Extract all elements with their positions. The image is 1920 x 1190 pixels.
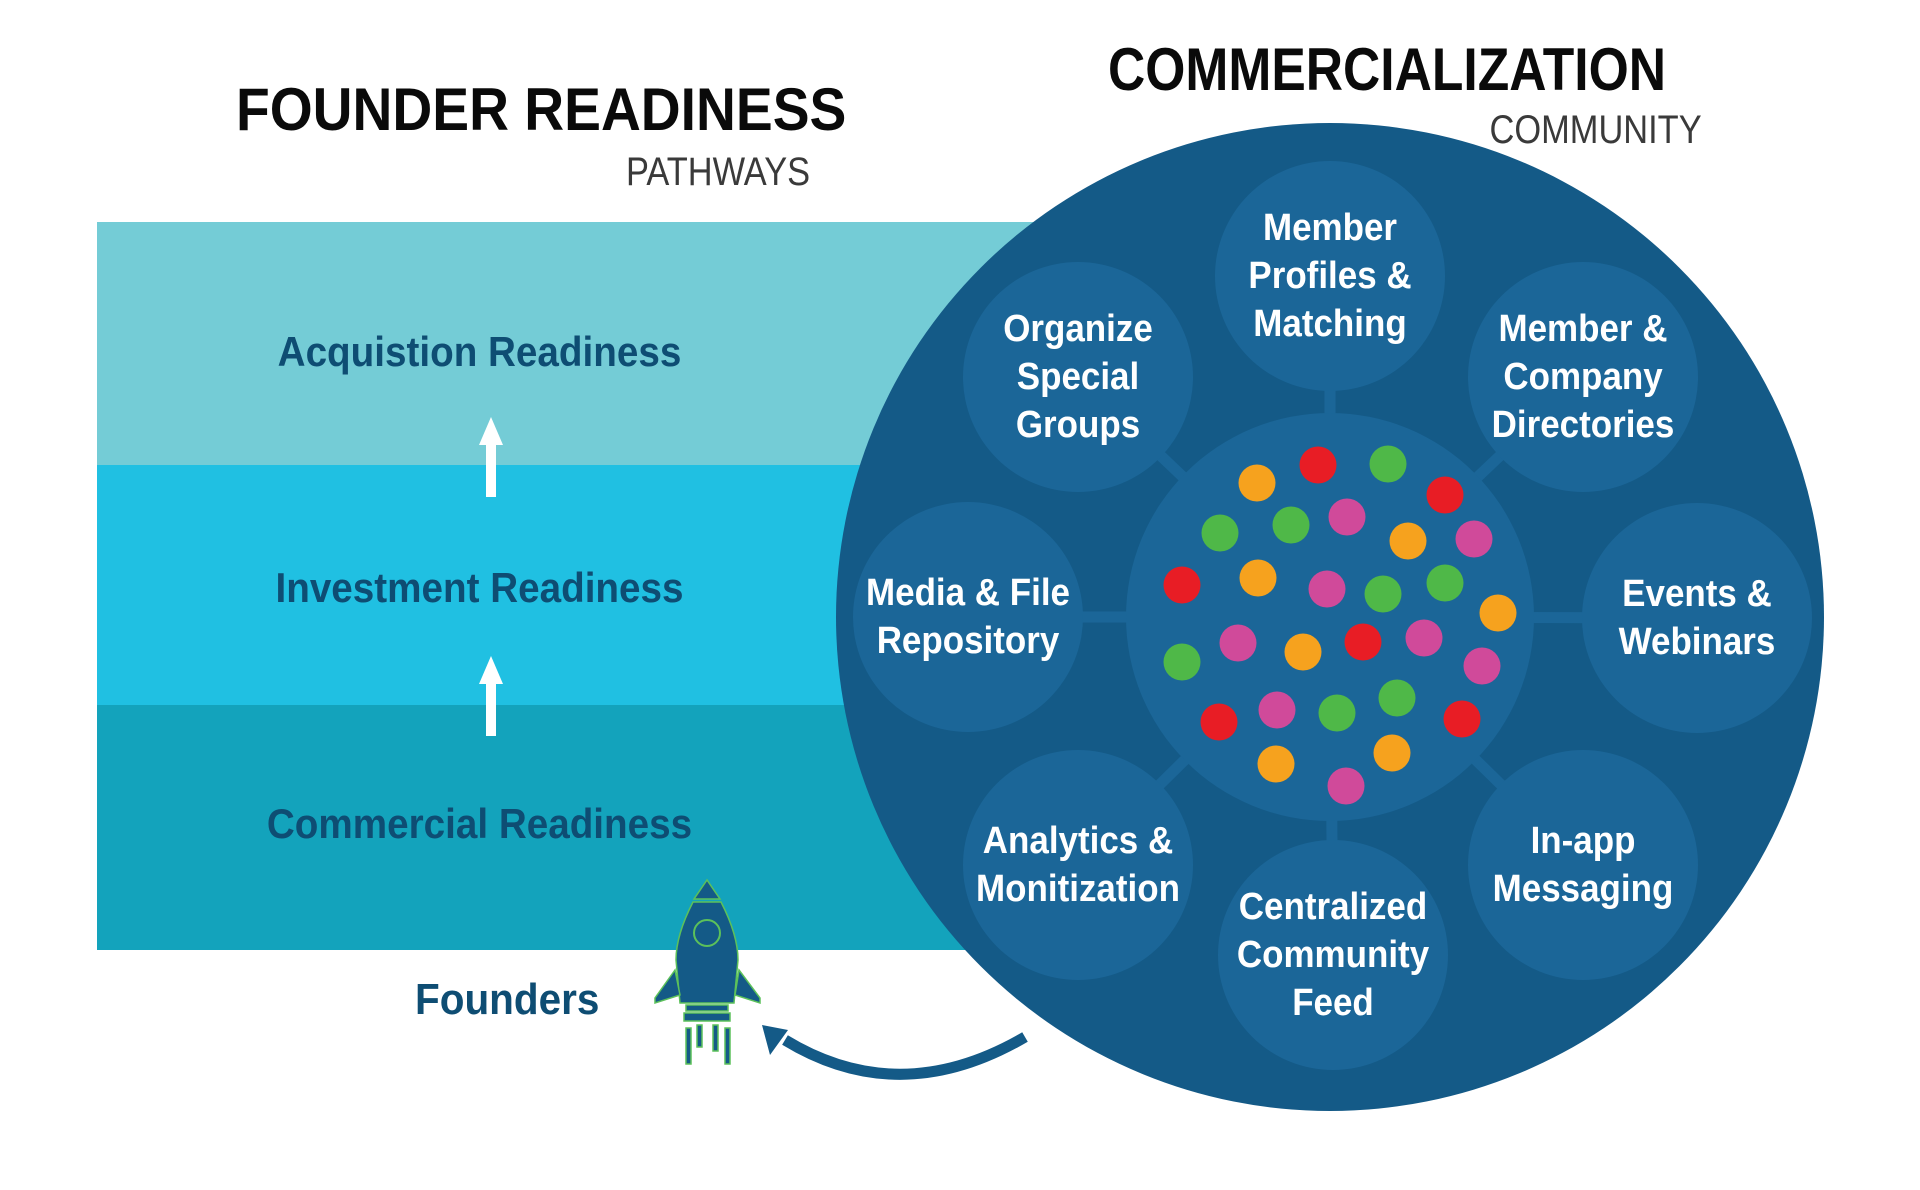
feature-node-events — [1582, 503, 1812, 733]
feature-label-line: Groups — [1015, 404, 1141, 446]
feature-label-line: Webinars — [1618, 621, 1776, 663]
feature-label-line: Profiles & — [1248, 255, 1412, 297]
up-arrow-icon — [479, 417, 503, 497]
rocket-left-fin — [654, 968, 681, 1005]
feature-node-member-profiles — [1215, 161, 1445, 391]
feature-label-line: Messaging — [1492, 868, 1674, 910]
feature-label-line: Matching — [1253, 303, 1407, 345]
curved-arrow-icon — [762, 1025, 1028, 1080]
investment-readiness-label: Investment Readiness — [275, 564, 684, 611]
feature-node-directories — [1468, 262, 1698, 492]
feature-node-media-repository — [853, 502, 1083, 732]
member-dot-red — [1299, 446, 1337, 484]
member-dot-green — [1378, 679, 1416, 717]
member-dot-magenta — [1219, 624, 1257, 662]
member-dot-orange — [1257, 745, 1295, 783]
member-dot-orange — [1389, 522, 1427, 560]
feature-label-line: Repository — [876, 620, 1060, 662]
member-dot-magenta — [1258, 691, 1296, 729]
feature-label-line: Events & — [1622, 573, 1772, 615]
member-dot-magenta — [1328, 498, 1366, 536]
member-dot-green — [1163, 643, 1201, 681]
up-arrow-icon — [479, 656, 503, 736]
feature-label-line: Directories — [1491, 404, 1675, 446]
rocket-right-fin — [734, 968, 761, 1005]
member-dot-red — [1163, 566, 1201, 604]
member-dot-green — [1369, 445, 1407, 483]
curved-arrow-head — [762, 1025, 788, 1055]
feature-label-line: Feed — [1292, 982, 1374, 1024]
rocket-body — [675, 901, 739, 1004]
commercial-readiness-label: Commercial Readiness — [266, 800, 693, 847]
feature-node-messaging — [1468, 750, 1698, 980]
feature-label-line: Special — [1016, 356, 1140, 398]
feature-nodes — [853, 161, 1812, 1070]
member-dot-green — [1318, 694, 1356, 732]
rocket-flame — [696, 1024, 703, 1048]
member-dot-red — [1426, 476, 1464, 514]
feature-label-events: Events & Webinars — [1619, 570, 1776, 666]
feature-label-line: Analytics & — [982, 820, 1174, 862]
rocket-icon — [654, 878, 761, 1065]
feature-label-line: Member & — [1498, 308, 1668, 350]
member-dot-green — [1426, 564, 1464, 602]
member-dot-orange — [1284, 633, 1322, 671]
member-dot-red — [1344, 623, 1382, 661]
feature-label-line: Organize — [1003, 308, 1153, 350]
rocket-porthole — [693, 919, 721, 947]
rocket-nozzle-top — [685, 1004, 729, 1012]
founders-label: Founders — [415, 975, 600, 1024]
pathways-subtitle: PATHWAYS — [625, 150, 810, 194]
feature-label-line: Monitization — [976, 868, 1180, 910]
rocket-flame — [712, 1024, 719, 1052]
member-dot-magenta — [1463, 647, 1501, 685]
member-dot-orange — [1373, 734, 1411, 772]
feature-label-analytics: Analytics & Monitization — [976, 817, 1180, 913]
member-dot-orange — [1238, 464, 1276, 502]
member-dot-red — [1200, 703, 1238, 741]
curved-arrow-stroke — [782, 1032, 1028, 1080]
member-dot-green — [1201, 514, 1239, 552]
feature-label-line: In-app — [1530, 820, 1636, 862]
rocket-flame — [724, 1027, 731, 1065]
rocket-flame — [685, 1027, 692, 1065]
feature-label-line: Member — [1262, 207, 1398, 249]
rocket-nozzle-bottom — [683, 1012, 731, 1022]
feature-label-line: Media & File — [866, 572, 1070, 614]
member-dot-magenta — [1327, 767, 1365, 805]
founder-readiness-title: FOUNDER READINESS — [236, 76, 847, 143]
member-dot-magenta — [1405, 619, 1443, 657]
acquisition-readiness-label: Acquistion Readiness — [277, 328, 682, 375]
feature-label-line: Community — [1236, 934, 1430, 976]
feature-node-community-feed — [1218, 840, 1448, 1070]
member-dot-green — [1364, 575, 1402, 613]
feature-label-line: Centralized — [1238, 886, 1428, 928]
commercialization-title: COMMERCIALIZATION — [1108, 36, 1666, 103]
rocket-nose — [692, 878, 722, 900]
member-dot-green — [1272, 506, 1310, 544]
community-subtitle: COMMUNITY — [1489, 108, 1702, 152]
member-dot-orange — [1239, 559, 1277, 597]
member-dot-magenta — [1455, 520, 1493, 558]
member-dot-red — [1443, 700, 1481, 738]
feature-node-analytics — [963, 750, 1193, 980]
feature-node-special-groups — [963, 262, 1193, 492]
member-dot-orange — [1479, 594, 1517, 632]
feature-label-line: Company — [1503, 356, 1663, 398]
member-dot-magenta — [1308, 570, 1346, 608]
member-dots — [1163, 445, 1517, 805]
